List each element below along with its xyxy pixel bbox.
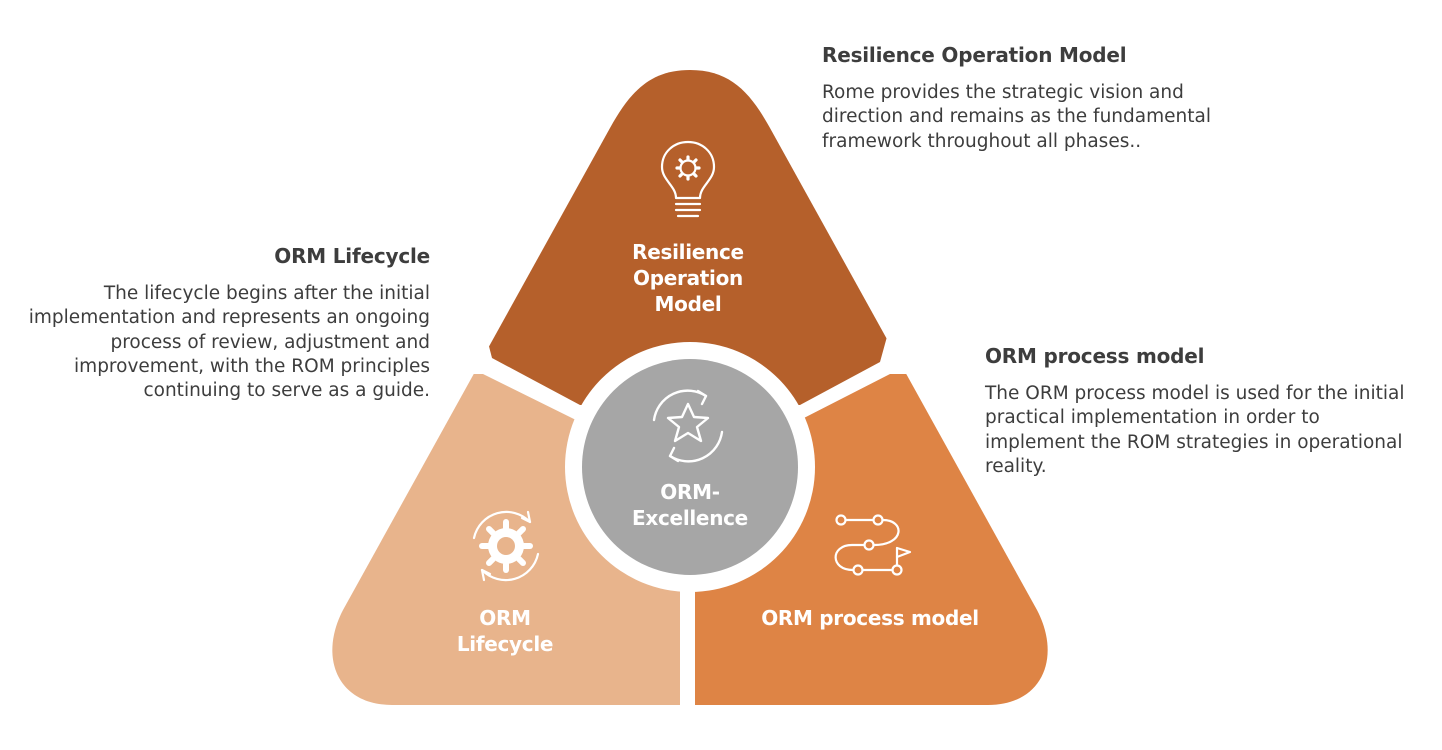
left-segment [332, 374, 680, 705]
resilience-operation-model-description: Resilience Operation Model Rome provides… [822, 43, 1252, 154]
description-text: Rome provides the strategic vision and d… [822, 82, 1211, 152]
orm-excellence-label: ORM- Excellence [632, 480, 748, 530]
description-title: Resilience Operation Model [822, 43, 1127, 67]
description-title: ORM process model [985, 344, 1205, 368]
lightbulb-gear-icon [660, 140, 716, 218]
orm-lifecycle-description: ORM Lifecycle The lifecycle begins after… [20, 244, 430, 403]
description-text: The lifecycle begins after the initial i… [28, 283, 430, 402]
right-segment [695, 374, 1048, 705]
orm-lifecycle-label: ORM Lifecycle [456, 606, 554, 656]
center-circle [582, 359, 798, 575]
star-cycle-icon [652, 389, 724, 463]
description-title: ORM Lifecycle [274, 244, 430, 268]
orm-process-model-label: ORM process model [761, 606, 979, 630]
orm-process-model-description: ORM process model The ORM process model … [985, 344, 1415, 479]
cycle-gear-icon [472, 510, 540, 582]
process-path-icon [834, 514, 912, 576]
resilience-operation-model-label: Resilience Operation Model [632, 240, 744, 316]
description-text: The ORM process model is used for the in… [985, 383, 1405, 477]
